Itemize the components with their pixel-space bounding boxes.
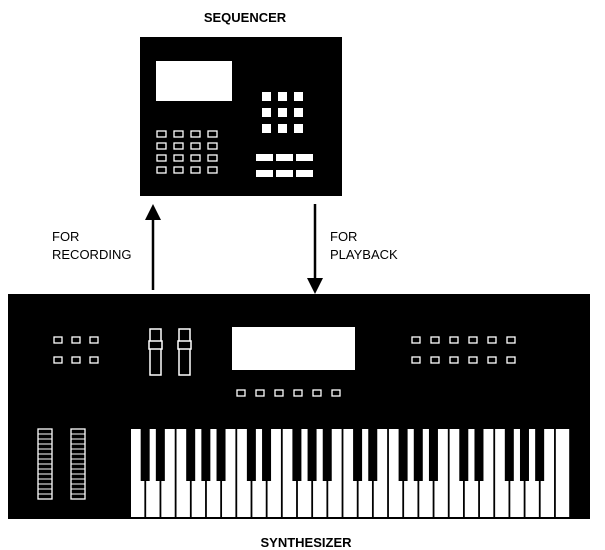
keypad-key xyxy=(278,124,287,133)
recording-label-line2: RECORDING xyxy=(52,247,131,262)
black-key xyxy=(323,429,332,481)
slider-knob xyxy=(149,341,162,349)
synth-keyboard xyxy=(131,429,569,517)
black-key xyxy=(308,429,317,481)
sequencer-display xyxy=(156,61,232,101)
keypad-key xyxy=(262,108,271,117)
black-key xyxy=(262,429,271,481)
recording-label-line1: FOR xyxy=(52,229,79,244)
transport-button xyxy=(276,170,293,177)
white-key xyxy=(556,429,569,517)
sequencer-title: SEQUENCER xyxy=(204,10,287,25)
black-key xyxy=(292,429,301,481)
slider-knob xyxy=(178,341,191,349)
playback-arrow xyxy=(307,204,323,294)
keypad-key xyxy=(278,108,287,117)
black-key xyxy=(414,429,423,481)
keypad-key xyxy=(278,92,287,101)
arrow-down-icon xyxy=(307,278,323,294)
keypad-key xyxy=(294,124,303,133)
playback-label-line2: PLAYBACK xyxy=(330,247,398,262)
black-key xyxy=(201,429,210,481)
playback-label-line1: FOR xyxy=(330,229,357,244)
transport-button xyxy=(276,154,293,161)
black-key xyxy=(520,429,529,481)
recording-arrow xyxy=(145,204,161,290)
synthesizer-title: SYNTHESIZER xyxy=(260,535,352,550)
keypad-key xyxy=(262,92,271,101)
black-key xyxy=(535,429,544,481)
black-key xyxy=(247,429,256,481)
keypad-key xyxy=(294,108,303,117)
transport-button xyxy=(296,154,313,161)
keypad-key xyxy=(262,124,271,133)
black-key xyxy=(459,429,468,481)
black-key xyxy=(353,429,362,481)
black-key xyxy=(399,429,408,481)
black-key xyxy=(368,429,377,481)
synthesizer-device xyxy=(8,294,590,519)
black-key xyxy=(156,429,165,481)
sequencer-keypad xyxy=(262,92,303,133)
black-key xyxy=(474,429,483,481)
black-key xyxy=(141,429,150,481)
black-key xyxy=(429,429,438,481)
synth-display xyxy=(232,327,355,370)
black-key xyxy=(217,429,226,481)
arrow-up-icon xyxy=(145,204,161,220)
black-key xyxy=(505,429,514,481)
transport-button xyxy=(256,170,273,177)
keypad-key xyxy=(294,92,303,101)
black-key xyxy=(186,429,195,481)
transport-button xyxy=(256,154,273,161)
transport-button xyxy=(296,170,313,177)
sequencer-device xyxy=(140,37,342,196)
